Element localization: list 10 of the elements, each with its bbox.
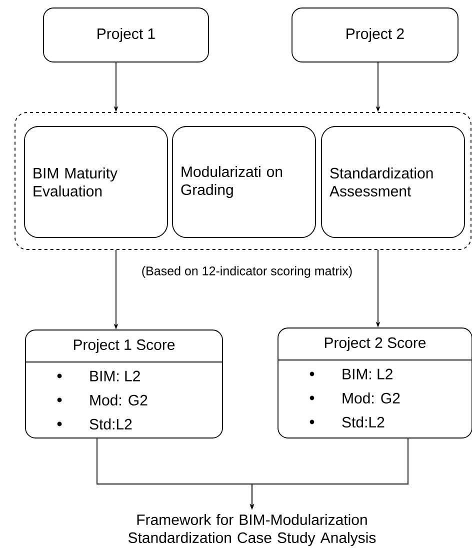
- note-text: (Based on 12-indicator scoring matrix): [142, 266, 352, 278]
- project-box: Project 2: [292, 8, 458, 62]
- process-box: Modularizati on Grading: [172, 126, 316, 238]
- score-card: Project 2 Score BIM: L2 Mod: G2 Std:L2: [278, 328, 472, 438]
- project-box: Project 1: [43, 8, 209, 62]
- process-box: Standardization Assessment: [321, 126, 465, 238]
- process-box: BIM Maturity Evaluation: [24, 126, 168, 238]
- output-text: Framework for BIM-Modularization Standardization Case Study Analysis: [128, 514, 376, 546]
- score-card: Project 1 Score BIM: L2 Mod: G2 Std:L2: [25, 330, 223, 438]
- dashed-group-box: [14, 112, 472, 250]
